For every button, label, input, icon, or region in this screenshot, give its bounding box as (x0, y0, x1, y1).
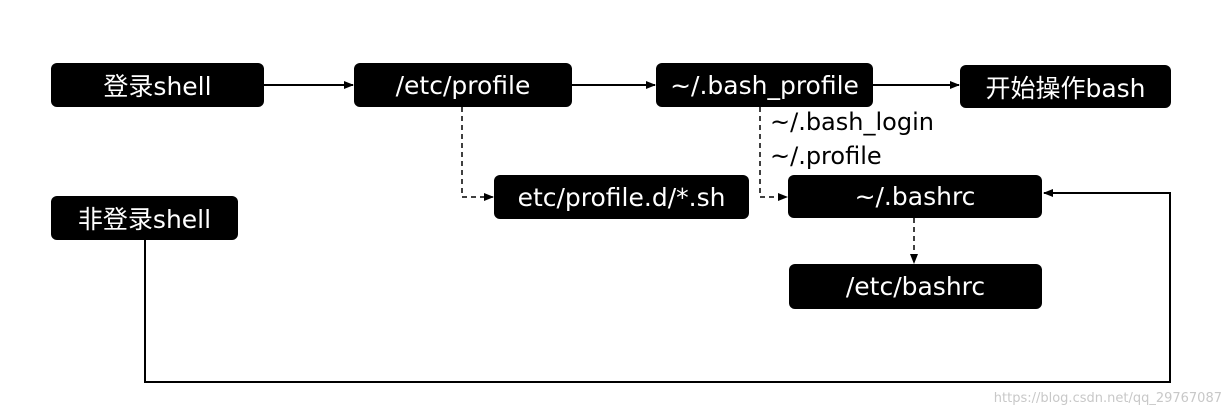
node-profile-d: etc/profile.d/*.sh (494, 175, 749, 219)
node-bashrc: ~/.bashrc (788, 175, 1042, 218)
watermark-text: https://blog.csdn.net/qq_29767087 (993, 391, 1222, 406)
label-profile: ~/.profile (770, 142, 882, 170)
node-login-shell: 登录shell (51, 63, 264, 107)
node-etc-bashrc: /etc/bashrc (789, 264, 1042, 309)
arrow-bash-profile-to-bashrc (759, 107, 788, 201)
node-non-login-shell: 非登录shell (51, 196, 238, 240)
node-etc-profile: /etc/profile (354, 63, 572, 107)
label-bash-login: ~/.bash_login (770, 108, 934, 136)
arrow-etc-profile-to-profile-d (461, 107, 494, 201)
arrow-non-login-to-bashrc (144, 189, 1171, 383)
node-bash-profile: ~/.bash_profile (656, 63, 873, 107)
node-start-bash: 开始操作bash (960, 65, 1171, 108)
